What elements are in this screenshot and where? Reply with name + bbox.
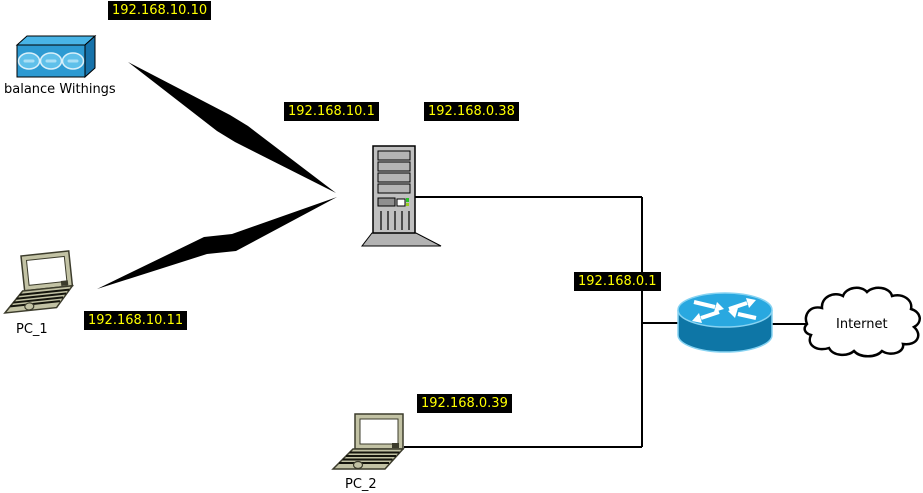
device-label-internet: Internet <box>836 317 888 332</box>
device-pc1[interactable] <box>0 249 76 314</box>
router-arrows-icon <box>692 298 757 323</box>
lightning-bolt-icon <box>97 197 337 289</box>
device-server[interactable] <box>360 145 442 247</box>
wireless-link-pc1-server[interactable] <box>97 197 337 289</box>
ip-label-server-wifi[interactable]: 192.168.10.1 <box>284 102 379 121</box>
device-label-balance[interactable]: balance Withings <box>4 82 116 97</box>
device-router[interactable] <box>677 292 773 353</box>
server-led-green <box>406 198 409 202</box>
hub-box-top <box>15 35 97 46</box>
device-label-pc2[interactable]: PC_2 <box>345 477 377 492</box>
router-cylinder-top <box>677 292 773 328</box>
device-label-pc1[interactable]: PC_1 <box>16 322 48 337</box>
ip-label-server-lan[interactable]: 192.168.0.38 <box>424 102 519 121</box>
server-floppy-slot <box>377 197 396 207</box>
server-led-yellow <box>406 203 409 206</box>
ip-label-pc1[interactable]: 192.168.10.11 <box>84 311 188 330</box>
device-internet-cloud[interactable] <box>803 286 921 358</box>
ip-label-balance[interactable]: 192.168.10.10 <box>108 1 212 20</box>
server-vents <box>380 211 410 230</box>
hub-box-discs <box>17 52 85 70</box>
ip-label-pc2[interactable]: 192.168.0.39 <box>417 394 512 413</box>
server-base <box>360 232 442 247</box>
ip-label-router[interactable]: 192.168.0.1 <box>574 272 661 291</box>
server-drive-bays <box>377 150 411 194</box>
device-balance-withings[interactable] <box>15 34 97 79</box>
cloud-icon <box>803 286 921 358</box>
wireless-link-balance-server[interactable] <box>128 62 336 193</box>
lightning-bolt-icon <box>128 62 336 193</box>
device-pc2[interactable] <box>332 413 404 470</box>
server-power-button <box>396 198 406 207</box>
laptop-icon <box>332 413 404 470</box>
wired-links <box>404 196 808 448</box>
laptop-icon <box>0 249 76 314</box>
